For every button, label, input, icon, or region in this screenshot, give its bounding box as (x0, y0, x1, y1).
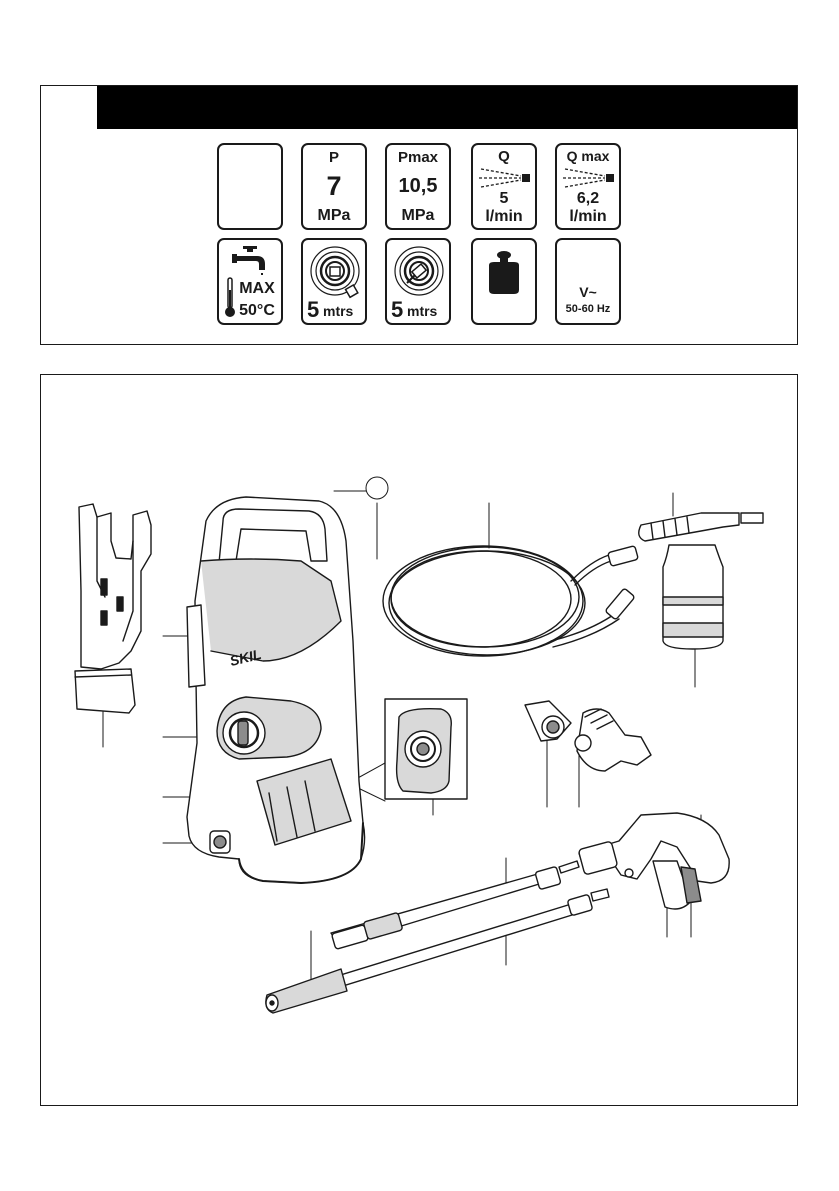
specifications-panel: P 7 MPa Pmax 10,5 MPa Q 5 l/min Q max 6,… (40, 85, 798, 345)
max-pressure-symbol: Pmax (397, 149, 439, 166)
blank-spec-tile (217, 143, 283, 230)
high-pressure-hose (382, 545, 639, 657)
hose-reel-icon (310, 246, 360, 299)
flow-tile: Q 5 l/min (471, 143, 537, 230)
hose-length-unit: mtrs (323, 303, 354, 319)
tap-icon (232, 246, 265, 275)
voltage-tile: V~ 50-60 Hz (555, 238, 621, 325)
lance-lower (265, 888, 610, 1014)
cable-length-value: 5 (391, 297, 404, 322)
temperature-value: 50°C (239, 302, 275, 319)
weight-tile (471, 238, 537, 325)
cable-length-tile: 5 mtrs (385, 238, 451, 325)
flow-value: 5 (499, 190, 509, 207)
temperature-label: MAX (239, 280, 275, 297)
hose-length-value: 5 (307, 297, 320, 322)
frequency-value: 50-60 Hz (565, 303, 611, 315)
pressure-unit: MPa (317, 207, 351, 224)
cable-reel-icon (394, 246, 444, 296)
header-bar (97, 86, 797, 129)
cable-length-unit: mtrs (407, 303, 438, 319)
thermometer-icon (225, 277, 235, 317)
weight-icon (489, 251, 519, 294)
parts-illustration: SKIL (74, 476, 764, 1014)
brand-logo: SKIL (228, 646, 263, 669)
lance-upper (330, 860, 580, 950)
flow-unit: l/min (485, 208, 523, 225)
max-pressure-unit: MPa (401, 207, 435, 224)
max-pressure-tile: Pmax 10,5 MPa (385, 143, 451, 230)
max-flow-tile: Q max 6,2 l/min (555, 143, 621, 230)
pressure-symbol: P (328, 149, 339, 166)
voltage-symbol: V~ (579, 284, 597, 300)
hose-adapters (524, 700, 652, 772)
spray-icon (479, 168, 530, 188)
flow-symbol: Q (498, 148, 510, 165)
max-pressure-value: 10,5 (398, 175, 438, 197)
wall-bracket (74, 503, 152, 714)
hose-length-tile: 5 mtrs (301, 238, 367, 325)
max-flow-unit: l/min (569, 208, 607, 225)
spray-gun (578, 812, 730, 910)
outlet-detail-box (384, 698, 468, 800)
detergent-bottle (638, 512, 764, 650)
pressure-value: 7 (326, 171, 342, 201)
spray-icon (563, 168, 614, 188)
max-flow-symbol: Q max (566, 148, 610, 164)
pressure-tile: P 7 MPa (301, 143, 367, 230)
inlet-temperature-tile: MAX 50°C (217, 238, 283, 325)
max-flow-value: 6,2 (576, 190, 600, 207)
parts-illustration-panel: SKIL (40, 374, 798, 1106)
pressure-washer-body: SKIL (186, 496, 366, 884)
